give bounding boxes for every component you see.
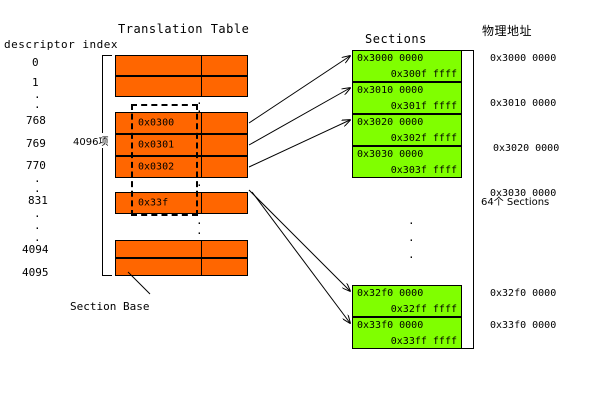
physical-address-value: 0x3030 0000 <box>490 188 557 199</box>
index-label-768: 768 <box>26 114 46 127</box>
table-row[interactable] <box>115 258 248 276</box>
section-end-address: 0x33ff ffff <box>390 336 457 347</box>
index-label-1: 1 <box>32 76 39 89</box>
physical-address-heading: 物理地址 <box>482 24 533 38</box>
section-block[interactable]: 0x3020 0000 0x302f ffff <box>352 114 462 146</box>
index-label-4095: 4095 <box>22 266 49 279</box>
section-ellipsis-2: . <box>408 231 415 244</box>
arrow-768-to-section0 <box>248 56 350 124</box>
section-end-address: 0x32ff ffff <box>390 304 457 315</box>
index-ellipsis-c1: . <box>34 207 41 220</box>
descriptor-index-heading: descriptor index <box>4 38 118 51</box>
section-start-address: 0x3010 0000 <box>357 85 424 96</box>
section-start-address: 0x32f0 0000 <box>357 288 424 299</box>
table-row-value: 0x33f <box>138 197 169 209</box>
index-label-770: 770 <box>26 159 46 172</box>
index-ellipsis-b2: . <box>34 182 41 195</box>
index-label-831: 831 <box>28 194 48 207</box>
sections-heading: Sections <box>365 32 427 46</box>
index-ellipsis-b1: . <box>34 172 41 185</box>
entry-count-label: 4096项 <box>72 133 110 148</box>
table-row-value: 0x0301 <box>138 139 175 151</box>
section-start-address: 0x3000 0000 <box>357 53 424 64</box>
table-ellipsis-b1: . <box>196 176 203 189</box>
section-end-address: 0x300f ffff <box>390 69 457 80</box>
section-ellipsis-3: . <box>408 248 415 261</box>
table-row-value: 0x0300 <box>138 117 175 129</box>
physical-address-value: 0x32f0 0000 <box>490 288 557 299</box>
table-row-value: 0x0302 <box>138 161 175 173</box>
table-row[interactable]: 0x0301 <box>115 134 248 156</box>
index-ellipsis-a1: . <box>34 88 41 101</box>
table-ellipsis-c1: . <box>196 214 203 227</box>
physical-address-value: 0x3020 0000 <box>493 143 560 154</box>
physical-address-value: 0x3010 0000 <box>490 98 557 109</box>
table-ellipsis-a2: . <box>196 102 203 115</box>
physical-address-value: 0x33f0 0000 <box>490 320 557 331</box>
table-ellipsis-a1: . <box>196 94 203 107</box>
section-start-address: 0x3020 0000 <box>357 117 424 128</box>
section-base-label: Section Base <box>70 300 150 313</box>
section-start-address: 0x3030 0000 <box>357 149 424 160</box>
table-row[interactable]: 0x0300 <box>115 112 248 134</box>
table-row[interactable]: 0x0302 <box>115 156 248 178</box>
table-ellipsis-c2: . <box>196 224 203 237</box>
section-count-label: 64个 Sections <box>480 193 551 208</box>
arrow-769-to-section1 <box>248 88 350 146</box>
section-block[interactable]: 0x3030 0000 0x303f ffff <box>352 146 462 178</box>
table-row[interactable] <box>115 240 248 258</box>
arrow-831-to-section-32f0 <box>248 189 350 291</box>
section-end-address: 0x301f ffff <box>390 101 457 112</box>
section-start-address: 0x33f0 0000 <box>357 320 424 331</box>
section-ellipsis-1: . <box>408 214 415 227</box>
section-count-bracket <box>462 50 474 349</box>
table-row[interactable] <box>115 55 248 76</box>
arrow-831-to-section-33f0 <box>251 191 350 323</box>
index-label-4094: 4094 <box>22 243 49 256</box>
physical-address-value: 0x3000 0000 <box>490 53 557 64</box>
table-row[interactable]: 0x33f <box>115 192 248 214</box>
index-ellipsis-c2: . <box>34 219 41 232</box>
translation-table-heading: Translation Table <box>118 22 250 36</box>
section-end-address: 0x302f ffff <box>390 133 457 144</box>
section-block[interactable]: 0x33f0 0000 0x33ff ffff <box>352 317 462 349</box>
section-block[interactable]: 0x3010 0000 0x301f ffff <box>352 82 462 114</box>
arrow-770-to-section2 <box>248 120 350 168</box>
index-label-769: 769 <box>26 137 46 150</box>
section-block[interactable]: 0x3000 0000 0x300f ffff <box>352 50 462 82</box>
section-end-address: 0x303f ffff <box>390 165 457 176</box>
index-label-0: 0 <box>32 56 39 69</box>
table-row[interactable] <box>115 76 248 97</box>
index-ellipsis-c3: . <box>34 231 41 244</box>
section-base-highlight <box>131 104 198 216</box>
entry-count-bracket <box>102 55 112 276</box>
index-ellipsis-a2: . <box>34 98 41 111</box>
section-block[interactable]: 0x32f0 0000 0x32ff ffff <box>352 285 462 317</box>
